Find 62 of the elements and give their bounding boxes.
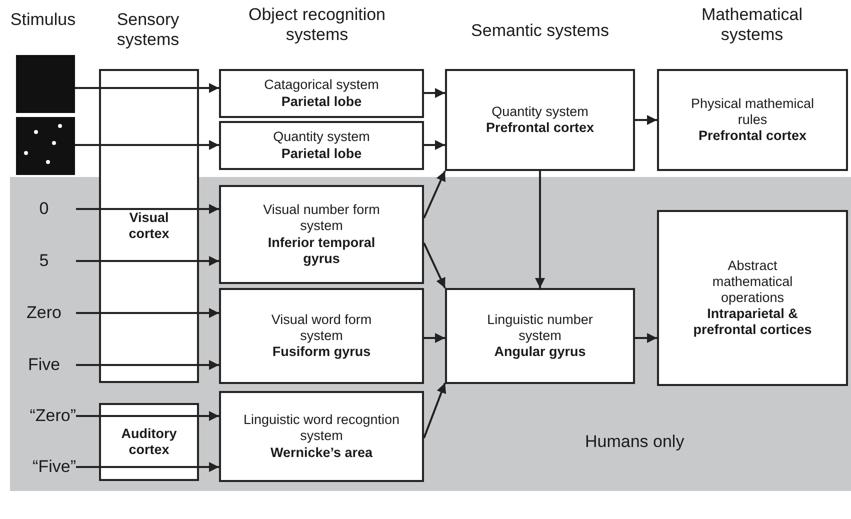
solid-square-picture — [16, 55, 75, 113]
system-name-text: Quantity system — [492, 104, 588, 120]
stimulus-label: Zero — [12, 301, 76, 325]
system-name-text: Linguistic number system — [486, 312, 594, 344]
brain-region-text: Inferior temporal gyrus — [266, 234, 376, 267]
arrow — [424, 140, 445, 150]
column-heading: Stimulus — [9, 10, 77, 30]
system-name-text: Linguistic word recogntion system — [242, 412, 401, 445]
brain-region-text: Fusiform gyrus — [272, 344, 371, 360]
arrow — [199, 360, 219, 370]
brain-region-text: Parietal lobe — [281, 146, 362, 162]
brain-region-text: Auditory cortex — [120, 426, 178, 458]
arrow — [424, 88, 445, 98]
column-heading: Object recognition systems — [247, 5, 387, 46]
arrow — [635, 115, 657, 125]
process-box — [445, 288, 635, 384]
arrow — [199, 140, 219, 150]
brain-region-text: Wernicke’s area — [270, 444, 373, 461]
arrow — [423, 382, 446, 438]
arrow — [199, 411, 219, 421]
system-name-text: Quantity system — [273, 129, 370, 146]
arrow — [199, 256, 219, 266]
process-box — [657, 210, 848, 386]
arrow — [199, 308, 219, 318]
column-heading: Sensory systems — [116, 10, 180, 51]
arrow — [199, 462, 219, 472]
process-box — [99, 403, 199, 481]
stimulus-label: 5 — [12, 249, 76, 273]
arrow — [423, 242, 446, 288]
stimulus-label: “Zero” — [8, 404, 76, 428]
brain-region-text: Parietal lobe — [281, 94, 362, 110]
system-name-text: Abstract mathematical operations — [711, 258, 794, 306]
system-name-text: Physical mathemical rules — [690, 96, 816, 128]
brain-region-text: Prefrontal cortex — [698, 128, 807, 144]
region-label: Humans only — [585, 432, 684, 452]
system-name-text: Visual word form system — [270, 312, 373, 344]
process-box — [445, 69, 635, 171]
process-box — [657, 69, 848, 171]
process-box — [219, 185, 424, 284]
process-box — [219, 288, 424, 384]
column-heading: Semantic systems — [470, 21, 610, 42]
shaded-region — [10, 177, 851, 491]
system-name-text: Catagorical system — [264, 77, 379, 94]
arrow — [423, 170, 446, 218]
system-name-text: Visual number form system — [262, 202, 381, 234]
stimulus-label: “Five” — [8, 455, 76, 479]
stimulus-label: 0 — [12, 197, 76, 221]
brain-region-text: Prefrontal cortex — [486, 120, 594, 136]
arrow — [199, 83, 219, 93]
brain-region-text: Intraparietal & prefrontal cortices — [692, 306, 812, 338]
stimulus-label: Five — [12, 353, 76, 377]
process-box — [219, 391, 424, 482]
process-box — [219, 121, 424, 170]
arrow — [535, 171, 545, 288]
arrow — [424, 333, 445, 343]
arrow — [199, 204, 219, 214]
brain-region-text: Angular gyrus — [494, 344, 586, 360]
arrow — [635, 333, 657, 343]
brain-region-text: Visual cortex — [128, 210, 170, 242]
dot-pattern-picture — [16, 117, 75, 175]
process-box — [219, 69, 424, 118]
column-heading: Mathematical systems — [700, 5, 804, 46]
